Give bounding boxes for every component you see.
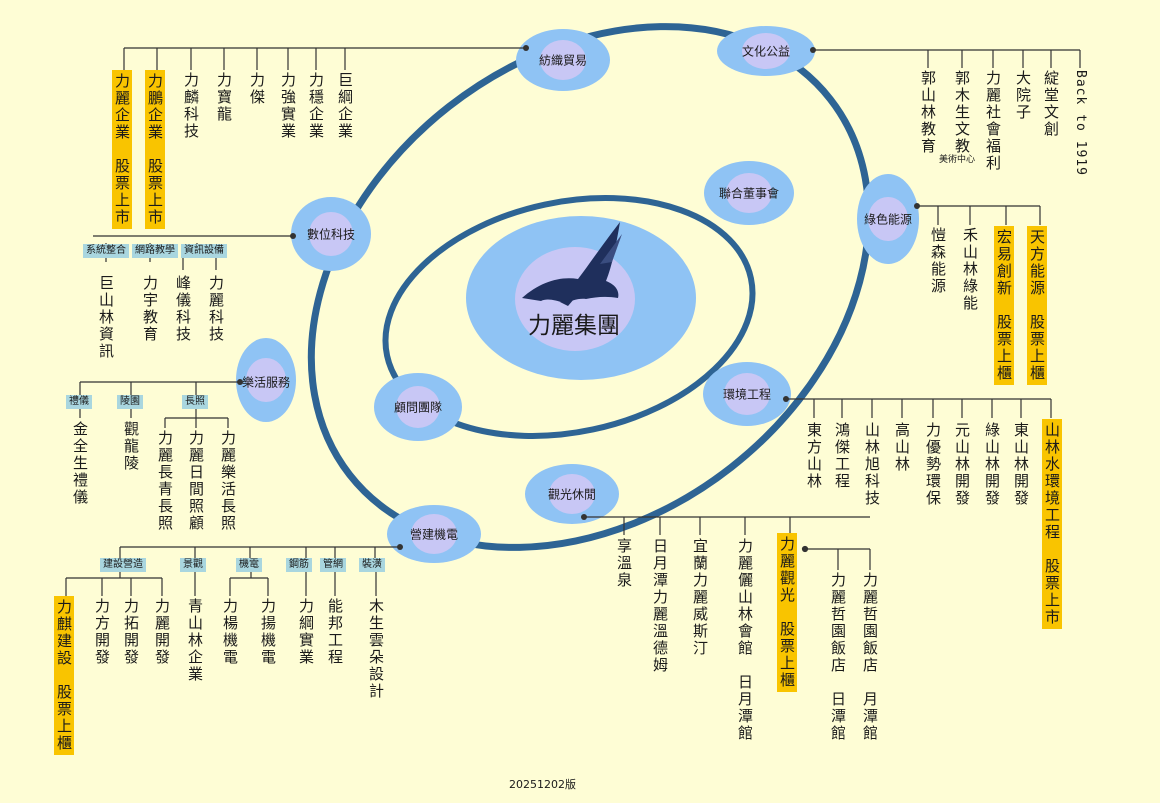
company-item: 大院子 [1014, 70, 1032, 121]
company-item: 力穩企業 [307, 72, 325, 140]
company-item: 力強實業 [279, 72, 297, 140]
company-item: 木生雲朵設計 [367, 598, 385, 700]
company-item: 力麗日間照顧 [187, 430, 205, 532]
company-item: 東方山林 [805, 422, 823, 490]
company-item: 郭山林教育 [919, 70, 937, 155]
company-item: Back to 1919 [1073, 70, 1088, 176]
company-item: 巨綱企業 [336, 72, 354, 140]
company-item: 東山林開發 [1012, 422, 1030, 507]
company-item: 巨山林資訊 [97, 275, 115, 360]
node-green[interactable]: 綠色能源 [863, 212, 913, 227]
company-item: 力寶龍 [215, 72, 233, 123]
node-consultants[interactable]: 顧問團隊 [393, 400, 443, 415]
company-item: 鴻傑工程 [833, 422, 851, 490]
company-item: 青山林企業 [186, 598, 204, 683]
company-item: 力麗哲園飯店 日潭館 [829, 572, 847, 742]
company-item: 享溫泉 [615, 538, 633, 589]
connector-dots [237, 45, 920, 550]
node-tourism[interactable]: 觀光休閒 [547, 487, 597, 502]
company-item: 能邦工程 [326, 598, 344, 666]
company-item: 力麟科技 [182, 72, 200, 140]
company-item: 力傑 [248, 72, 266, 106]
company-item: 宜蘭力麗威斯汀 [691, 538, 709, 657]
company-item: 山林旭科技 [863, 422, 881, 507]
category-tag: 網路教學 [132, 244, 178, 258]
company-item: 力拓開發 [122, 598, 140, 666]
outer-ring [307, 23, 873, 551]
company-item: 力麗長青長照 [156, 430, 174, 532]
category-tag: 裝潢 [359, 558, 385, 572]
node-board[interactable]: 聯合董事會 [718, 186, 780, 201]
culture-sub-label: 美術中心 [939, 155, 976, 165]
company-item: 觀龍陵 [122, 421, 140, 472]
company-item: 力麗科技 [207, 275, 225, 343]
node-digital[interactable]: 數位科技 [306, 227, 356, 242]
category-tag: 禮儀 [66, 395, 92, 409]
company-item: 力麗樂活長照 [219, 430, 237, 532]
company-item: 力宇教育 [141, 275, 159, 343]
category-tag: 機電 [236, 558, 262, 572]
category-tag: 景觀 [180, 558, 206, 572]
company-item: 天方能源 股票上櫃 [1027, 226, 1047, 385]
company-item: 力優勢環保 [924, 422, 942, 507]
eagle-icon [522, 222, 622, 306]
category-tag: 陵園 [117, 395, 143, 409]
company-item: 力麗觀光 股票上櫃 [777, 533, 797, 692]
company-item: 元山林開發 [953, 422, 971, 507]
inner-ring [382, 195, 756, 439]
company-item: 力楊機電 [221, 598, 239, 666]
category-tag: 管網 [320, 558, 346, 572]
company-item: 力綱實業 [297, 598, 315, 666]
category-tag: 系統整合 [83, 244, 129, 258]
company-item: 高山林 [893, 422, 911, 473]
company-item: 力方開發 [93, 598, 111, 666]
company-item: 金全生禮儀 [71, 421, 89, 506]
category-tag: 資訊設備 [181, 244, 227, 258]
company-item: 宏易創新 股票上櫃 [994, 226, 1014, 385]
company-item: 力鵬企業 股票上市 [145, 70, 165, 229]
company-item: 綠山林開發 [983, 422, 1001, 507]
category-tag: 長照 [182, 395, 208, 409]
version-label: 20251202版 [509, 778, 576, 791]
company-item: 日月潭力麗溫德姆 [651, 538, 669, 674]
company-item: 綻堂文創 [1042, 70, 1060, 138]
company-item: 峰儀科技 [174, 275, 192, 343]
company-item: 力揚機電 [259, 598, 277, 666]
company-item: 力麗開發 [153, 598, 171, 666]
company-item: 山林水環境工程 股票上市 [1042, 419, 1062, 629]
group-title: 力麗集團 [528, 313, 620, 339]
company-item: 力麗企業 股票上市 [112, 70, 132, 229]
company-item: 愷森能源 [929, 227, 947, 295]
company-item: 力麗哲園飯店 月潭館 [861, 572, 879, 742]
category-tag: 鋼筋 [286, 558, 312, 572]
company-item: 郭木生文教 [953, 70, 971, 155]
node-env[interactable]: 環境工程 [722, 387, 772, 402]
node-construction[interactable]: 營建機電 [409, 527, 459, 542]
company-item: 力麗社會福利 [984, 70, 1002, 172]
company-item: 禾山林綠能 [961, 227, 979, 312]
node-textile[interactable]: 紡織貿易 [538, 53, 588, 68]
category-tag: 建設營造 [100, 558, 146, 572]
company-item: 力麒建設 股票上櫃 [54, 596, 74, 755]
node-life[interactable]: 樂活服務 [241, 375, 291, 390]
node-culture[interactable]: 文化公益 [741, 44, 791, 59]
node-shapes [236, 26, 919, 563]
company-item: 力麗儷山林會館 日月潭館 [736, 538, 754, 742]
